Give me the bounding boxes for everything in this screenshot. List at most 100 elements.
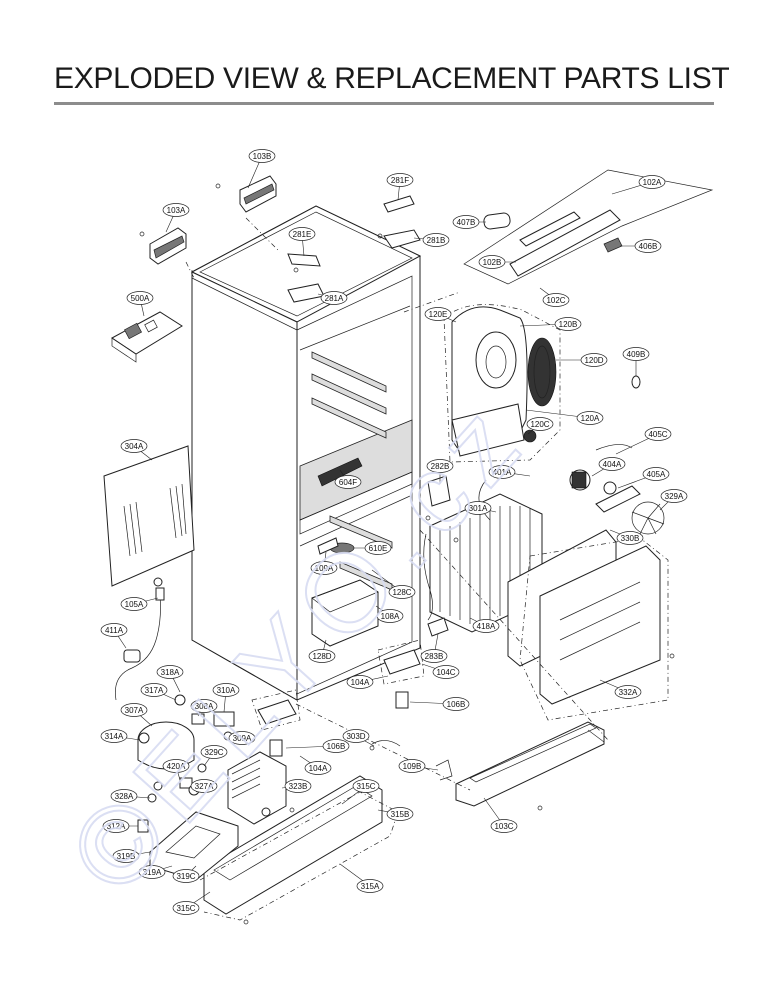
callout-bubble — [284, 779, 312, 793]
callout-bubble — [424, 307, 452, 321]
callout-label-102c: 102C — [546, 296, 565, 305]
callout-label-103c: 103C — [494, 822, 513, 831]
callout-label-420a: 420A — [167, 762, 186, 771]
fan-motor-assembly — [569, 375, 665, 535]
callout-label-323b: 323B — [289, 782, 308, 791]
callout-bubble — [212, 683, 240, 697]
callout-bubble — [112, 849, 140, 863]
condenser — [227, 751, 287, 825]
callout-bubble — [228, 731, 256, 745]
callout-label-120c: 120C — [530, 420, 549, 429]
callout-bubble — [100, 729, 128, 743]
callout-label-404a: 404A — [603, 460, 622, 469]
callout-label-109a: 109A — [315, 564, 334, 573]
callout-bubble — [120, 597, 148, 611]
callout-label-315c: 315C — [176, 904, 195, 913]
callout-label-304a: 304A — [125, 442, 144, 451]
callout-bubble — [644, 427, 672, 441]
page-title: EXPLODED VIEW & REPLACEMENT PARTS LIST — [54, 62, 730, 95]
callout-bubble — [346, 675, 374, 689]
callout-label-109b: 109B — [403, 762, 422, 771]
callout-label-104a: 104A — [309, 764, 328, 773]
callout-label-330b: 330B — [621, 534, 640, 543]
callout-bubble — [464, 501, 492, 515]
callout-bubble — [472, 619, 500, 633]
callout-label-309a: 309A — [233, 734, 252, 743]
callout-bubble — [426, 459, 454, 473]
callout-label-120a: 120A — [581, 414, 600, 423]
base-plate — [149, 775, 399, 921]
callout-bubble — [598, 457, 626, 471]
callout-bubble — [288, 227, 316, 241]
callout-bubble — [398, 759, 426, 773]
callout-label-418a: 418A — [477, 622, 496, 631]
callout-label-128d: 128D — [312, 652, 331, 661]
callout-label-409b: 409B — [627, 350, 646, 359]
callout-label-281f: 281F — [391, 176, 409, 185]
callout-bubble — [162, 203, 190, 217]
callout-bubble — [488, 465, 516, 479]
alignment-lines — [185, 217, 609, 791]
hinge-brackets — [251, 475, 451, 757]
callout-bubble — [172, 901, 200, 915]
callout-label-105a: 105A — [125, 600, 144, 609]
callout-label-104c: 104C — [436, 668, 455, 677]
callout-bubble — [388, 585, 416, 599]
control-board — [111, 311, 183, 363]
power-cord — [115, 577, 165, 701]
callout-bubble — [432, 665, 460, 679]
callout-label-317a: 317A — [145, 686, 164, 695]
callout-bubble — [364, 541, 392, 555]
callout-bubble — [356, 879, 384, 893]
callout-label-610e: 610E — [369, 544, 388, 553]
callout-label-308a: 308A — [195, 702, 214, 711]
callout-label-281e: 281E — [293, 230, 312, 239]
callout-bubble — [376, 609, 404, 623]
callout-label-102a: 102A — [643, 178, 662, 187]
callout-label-319c: 319C — [176, 872, 195, 881]
callout-label-500a: 500A — [131, 294, 150, 303]
callout-label-120e: 120E — [429, 310, 448, 319]
freezer-rear-cover — [507, 529, 669, 721]
callout-bubble — [386, 173, 414, 187]
callout-label-303d: 303D — [346, 732, 365, 741]
callout-bubble — [100, 623, 128, 637]
callout-bubble — [616, 531, 644, 545]
callout-bubble — [576, 411, 604, 425]
callout-bubble — [138, 865, 166, 879]
callout-bubble — [478, 255, 506, 269]
top-cover-plate — [463, 169, 714, 285]
callout-label-106b: 106B — [447, 700, 466, 709]
callout-label-104a: 104A — [351, 678, 370, 687]
callout-label-315c: 315C — [356, 782, 375, 791]
callout-bubble — [452, 215, 480, 229]
callout-label-329a: 329A — [665, 492, 684, 501]
back-cover — [103, 445, 195, 587]
callout-label-405a: 405A — [647, 470, 666, 479]
callout-bubble — [304, 761, 332, 775]
callout-bubble — [526, 417, 554, 431]
drawer-front — [455, 721, 605, 807]
callout-label-103a: 103A — [167, 206, 186, 215]
callout-bubble — [580, 353, 608, 367]
callout-bubble — [172, 869, 200, 883]
callout-bubble — [162, 759, 190, 773]
callout-bubble — [542, 293, 570, 307]
callout-bubble — [422, 233, 450, 247]
callout-label-407b: 407B — [457, 218, 476, 227]
callout-label-120b: 120B — [559, 320, 578, 329]
callout-label-328a: 328A — [115, 792, 134, 801]
callout-bubble — [190, 699, 218, 713]
callout-label-281a: 281A — [325, 294, 344, 303]
callout-bubble — [190, 779, 218, 793]
callout-label-405c: 405C — [648, 430, 667, 439]
callout-bubble — [352, 779, 380, 793]
callout-label-120d: 120D — [584, 356, 603, 365]
callout-bubble — [420, 649, 448, 663]
callout-label-307a: 307A — [125, 706, 144, 715]
callout-label-319b: 319B — [117, 852, 136, 861]
callout-bubble — [310, 561, 338, 575]
callout-bubble — [140, 683, 168, 697]
